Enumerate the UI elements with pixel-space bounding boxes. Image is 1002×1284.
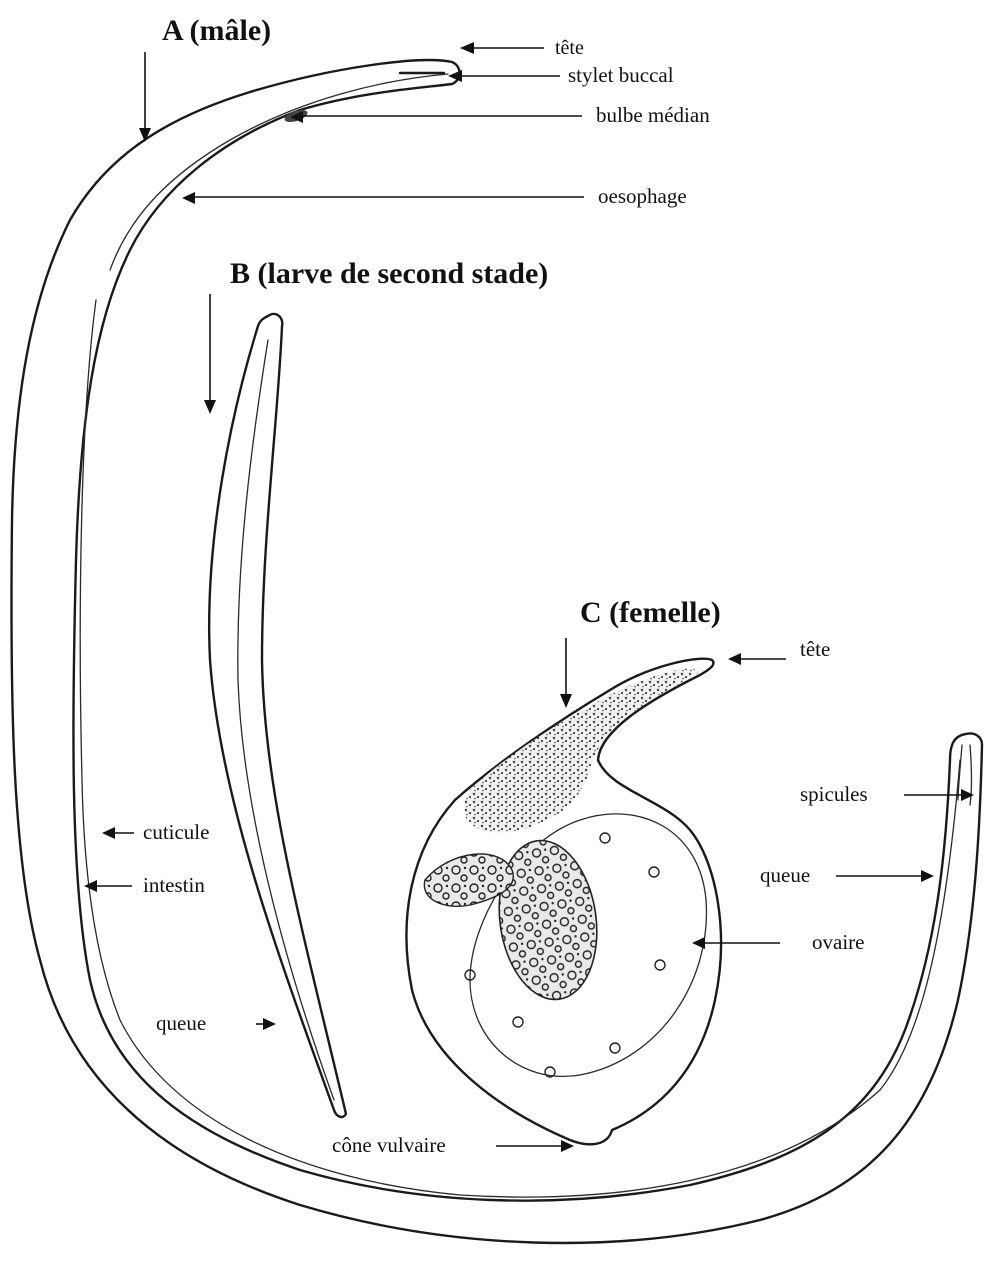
male-oesophagus-line <box>110 74 448 270</box>
svg-text:queue: queue <box>156 1011 206 1035</box>
male-body <box>11 60 982 1243</box>
svg-text:stylet buccal: stylet buccal <box>568 63 674 87</box>
title-a: A (mâle) <box>162 14 271 47</box>
title-b: B (larve de second stade) <box>230 257 548 290</box>
label-a-median-bulb: bulbe médian <box>290 103 710 127</box>
label-a-cuticle: cuticule <box>102 820 209 844</box>
svg-text:cuticule: cuticule <box>143 820 209 844</box>
title-b-arrow <box>204 294 216 414</box>
female-nucleus <box>600 833 610 843</box>
title-c: C (femelle) <box>580 596 721 629</box>
label-a-stylet: stylet buccal <box>448 63 674 87</box>
svg-text:oesophage: oesophage <box>598 184 687 208</box>
svg-text:ovaire: ovaire <box>812 930 864 954</box>
svg-text:queue: queue <box>760 863 810 887</box>
svg-text:bulbe médian: bulbe médian <box>596 103 710 127</box>
title-a-arrow <box>139 52 151 142</box>
female-nucleus <box>513 1017 523 1027</box>
specimen-c-female <box>406 659 721 1145</box>
larva-inner-line <box>238 340 334 1100</box>
label-c-head: tête <box>728 637 830 665</box>
svg-text:cône vulvaire: cône vulvaire <box>332 1133 446 1157</box>
label-a-tail: queue <box>760 863 934 887</box>
svg-text:spicules: spicules <box>800 782 868 806</box>
female-nucleus <box>610 1043 620 1053</box>
label-c-vulval-cone: cône vulvaire <box>332 1133 574 1157</box>
label-c-ovary: ovaire <box>692 930 864 954</box>
specimen-b-larva <box>209 314 346 1117</box>
title-c-arrow <box>560 638 572 708</box>
larva-body <box>209 314 346 1117</box>
svg-text:intestin: intestin <box>143 873 205 897</box>
label-a-oesophagus: oesophage <box>182 184 687 208</box>
female-nucleus <box>655 960 665 970</box>
label-a-head: tête <box>460 37 584 59</box>
female-egg-mass <box>489 834 606 1006</box>
svg-text:tête: tête <box>800 637 830 661</box>
female-nucleus <box>649 867 659 877</box>
label-a-intestine: intestin <box>84 873 205 897</box>
label-b-tail: queue <box>156 1011 276 1035</box>
specimen-a-male <box>11 60 982 1243</box>
svg-text:tête: tête <box>555 37 584 59</box>
